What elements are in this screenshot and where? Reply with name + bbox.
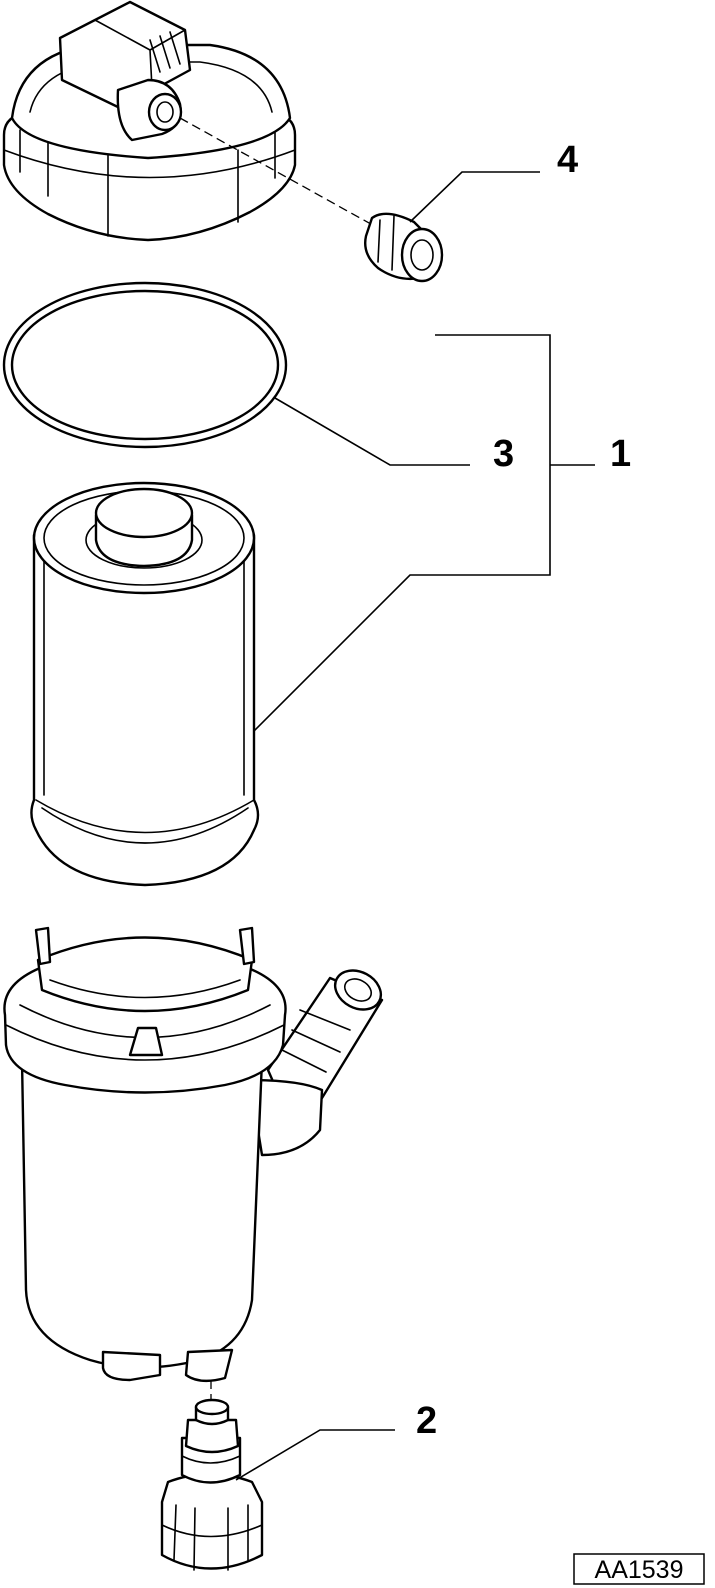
part-4-connector: [364, 212, 444, 283]
part-3-seal-ring: [2, 281, 288, 449]
part-2-drain-plug: [160, 1398, 264, 1571]
callout-4: 4: [557, 139, 578, 181]
callout-3: 3: [493, 433, 514, 475]
bracket-1: [249, 334, 551, 736]
reference-code-box: AA1539: [573, 1553, 705, 1585]
reference-code: AA1539: [595, 1556, 684, 1584]
callout-2: 2: [416, 1400, 437, 1442]
filter-housing: [3, 926, 384, 1383]
callout-1: 1: [610, 433, 631, 475]
filter-cover: [2, 0, 297, 242]
filter-cartridge: [30, 481, 260, 887]
